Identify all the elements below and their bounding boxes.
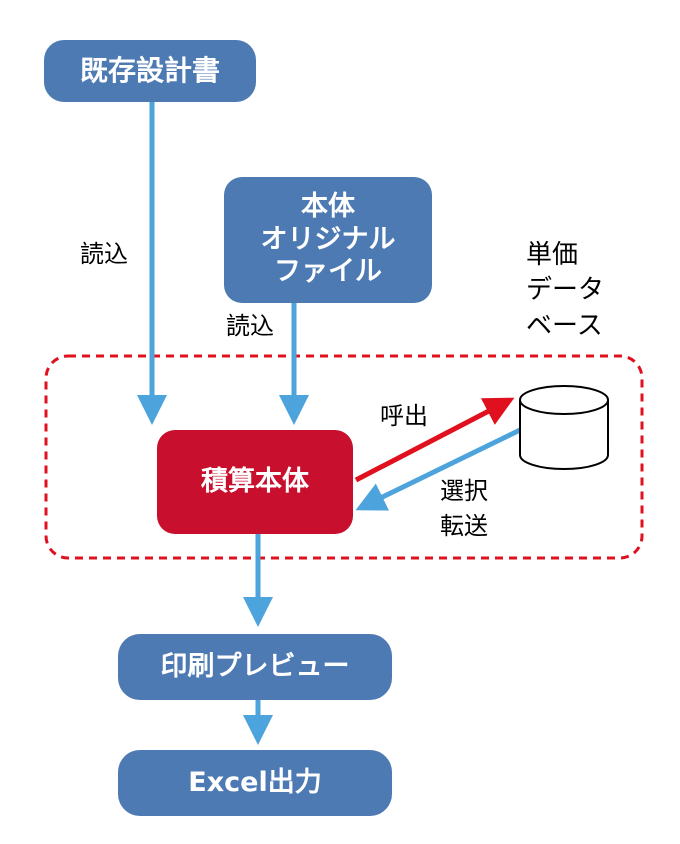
unit-price-db-line3: ベース — [526, 310, 603, 341]
existing-design-box[interactable]: 既存設計書 — [44, 40, 256, 102]
main-original-label-line1: 本体 — [301, 191, 355, 223]
system-boundary — [44, 354, 644, 560]
unit-price-db-line2: データ — [526, 275, 605, 306]
print-preview-box[interactable]: 印刷プレビュー — [118, 634, 392, 700]
main-original-label-line3: ファイル — [274, 256, 382, 288]
excel-output-box[interactable]: Excel出力 — [118, 750, 392, 816]
unit-price-db-label: 単価 データ ベース — [526, 238, 604, 344]
print-preview-label: 印刷プレビュー — [160, 650, 350, 682]
edge-label-select-transfer: 選択 転送 — [440, 474, 488, 544]
arrow-db-to-estimate — [355, 427, 522, 511]
main-original-file-box[interactable]: 本体 オリジナル ファイル — [224, 177, 432, 303]
unit-price-db-line1: 単価 — [526, 240, 579, 270]
excel-output-label: Excel出力 — [188, 766, 322, 798]
edge-label-select-line2: 転送 — [440, 511, 488, 540]
existing-design-label: 既存設計書 — [79, 54, 220, 88]
arrow-estimate-to-db — [354, 397, 515, 483]
main-original-label-line2: オリジナル — [260, 223, 396, 255]
edge-label-read-center: 読込 — [226, 312, 274, 340]
estimate-main-box[interactable]: 積算本体 — [157, 430, 353, 534]
edge-label-select-line1: 選択 — [440, 477, 488, 505]
edge-label-call: 呼出 — [380, 402, 428, 430]
edge-label-read-left: 読込 — [80, 240, 128, 268]
database-cylinder-icon — [519, 385, 609, 470]
estimate-main-label: 積算本体 — [201, 465, 309, 497]
